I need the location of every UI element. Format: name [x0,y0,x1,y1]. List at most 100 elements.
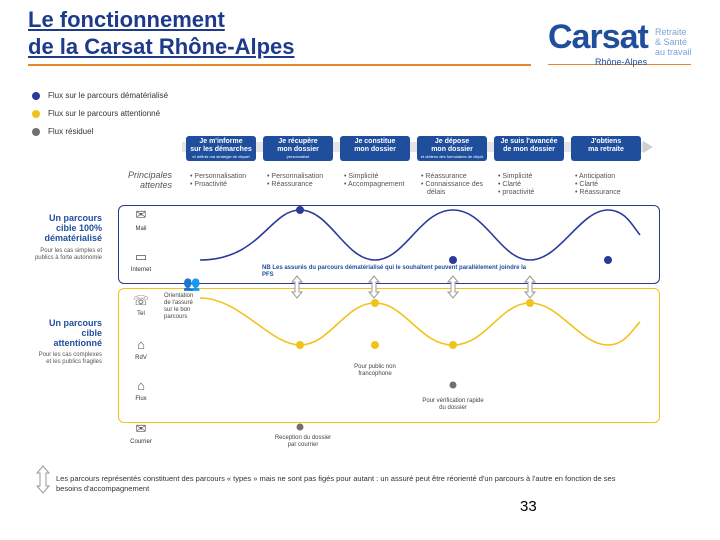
dematerialised-flow-line [199,209,641,261]
expectations-col-4: • Réassurance • Connaissance des délais [421,173,483,197]
expectation-item: • Simplicité [344,173,379,180]
process-arrow-head-icon [643,141,653,153]
page-number: 33 [520,498,537,515]
page-title: Le fonctionnement de la Carsat Rhône-Alp… [28,6,295,60]
phone-icon: ☏ [132,293,150,308]
attentive-path-box [118,288,660,423]
double-arrow-icon [367,275,381,299]
expectation-item: • Accompagnement [344,181,405,188]
expectation-item: • Personnalisation [267,173,324,180]
computer-icon: ▭ [134,249,148,264]
step-label: Je suis l'avancée [500,138,558,145]
channel-rdv-label: RdV [135,355,147,361]
legend-label: Flux sur le parcours attentionné [48,109,161,118]
expectation-item: délais [427,189,446,196]
reception-note: Reception du dossier par courrier [274,435,332,448]
title-line-2: de la Carsat Rhône-Alpes [28,34,295,59]
envelope-icon: ✉ [135,421,147,436]
channel-mail-label: Mail [135,226,147,232]
double-arrow-icon [446,275,460,299]
attentive-point [371,341,379,349]
step-deposer: Je dépose mon dossier et obtiens des for… [417,136,487,161]
step-label: Je m'informe [199,138,243,145]
expectations-col-1: • Personnalisation • Proactivité [190,173,246,189]
blue-dot-icon [32,91,40,100]
channel-flux-label: Flux [135,396,147,402]
legend-item-residuel: Flux résiduel [32,127,93,136]
expectation-item: • Réassurance [421,173,467,180]
legend-item-attentionne: Flux sur le parcours attentionné [32,109,160,118]
house-icon: ⌂ [137,337,145,352]
step-label: ma retraite [588,146,624,153]
expectation-item: • proactivité [498,189,535,196]
channel-courrier-label: Courrier [130,439,152,445]
logo-tagline: Retraite & Santé au travail [655,27,692,57]
logo-tagline-3: au travail [655,47,692,57]
expectations-col-5: • Simplicité • Clarté • proactivité [498,173,534,197]
channel-internet-label: Internet [130,267,152,273]
step-label: sur les démarches [190,146,252,153]
step-label: Je constitue [354,138,396,145]
carsat-logo: Carsat [548,18,649,56]
verification-note: Pour vérification rapide du dossier [422,398,484,411]
yellow-dot-icon [32,109,40,118]
mail-icon: ✉ [135,207,147,222]
attentive-point [296,341,304,349]
legend-item-dematerialise: Flux sur le parcours dématérialisé [32,91,168,100]
footer-note: Les parcours représentés constituent des… [56,474,616,493]
footer-double-arrow-icon [35,465,51,494]
expectations-col-2: • Personnalisation • Réassurance [267,173,323,189]
double-arrow-icon [523,275,537,299]
step-sub: et obtiens des formulaires de dépôt [420,154,484,159]
attentive-path-subtitle: Pour les cas complexes et les publics fr… [38,352,102,365]
grey-dot-icon [32,127,40,136]
attentive-point [526,299,534,307]
step-label: mon dossier [431,146,473,153]
process-arrow-band [182,142,644,152]
title-underline [28,64,531,66]
expectation-item: • Proactivité [190,181,228,188]
expectations-col-3: • Simplicité • Accompagnement [344,173,404,189]
dematerialised-path-title: Un parcours cible 100% dématérialisé [44,213,102,243]
step-recuperer: Je récupère mon dossier personnalisé [263,136,333,161]
expectation-item: • Connaissance des [421,181,483,188]
expectation-item: • Anticipation [575,173,616,180]
step-obtenir: J'obtiens ma retraite [571,136,641,161]
title-line-1: Le fonctionnement [28,7,225,32]
double-arrows [35,275,537,494]
expectations-col-6: • Anticipation • Clarté • Réassurance [575,173,621,197]
step-constituer: Je constitue mon dossier [340,136,410,161]
expectation-item: • Clarté [498,181,522,188]
step-sub: et définis ma stratégie de départ [192,154,250,159]
expectation-item: • Réassurance [575,189,621,196]
attentive-point [449,341,457,349]
principal-expectations-label: Principales attentes [127,170,172,190]
step-label: mon dossier [277,146,319,153]
non-francophone-note: Pour public non francophone [354,364,396,377]
channel-tel-label: Tel [137,311,145,317]
residual-point [296,423,304,431]
step-label: mon dossier [354,146,396,153]
expectation-item: • Personnalisation [190,173,247,180]
legend-label: Flux sur le parcours dématérialisé [48,91,169,100]
dematerialised-path-box [118,205,660,284]
expectation-item: • Clarté [575,181,599,188]
logo-tagline-2: & Santé [655,37,688,47]
logo-rule [548,64,691,65]
step-suivre: Je suis l'avancée de mon dossier [494,136,564,161]
dematerialised-path-subtitle: Pour les cas simples et publics à forte … [34,248,102,261]
attentive-point [371,299,379,307]
expectation-item: • Simplicité [498,173,533,180]
step-label: Je récupère [278,138,318,145]
attentive-flow-line [199,297,641,346]
residual-point [449,381,457,389]
logo-tagline-1: Retraite [655,27,687,37]
orientation-note: Orientation de l'assuré sur le bon parco… [164,293,194,320]
double-arrow-icon [290,275,304,299]
step-label: Je dépose [434,138,470,145]
step-label: J'obtiens [590,138,622,145]
dematerialised-point [296,206,304,214]
step-sub: personnalisé [286,154,310,159]
step-label: de mon dossier [503,146,555,153]
